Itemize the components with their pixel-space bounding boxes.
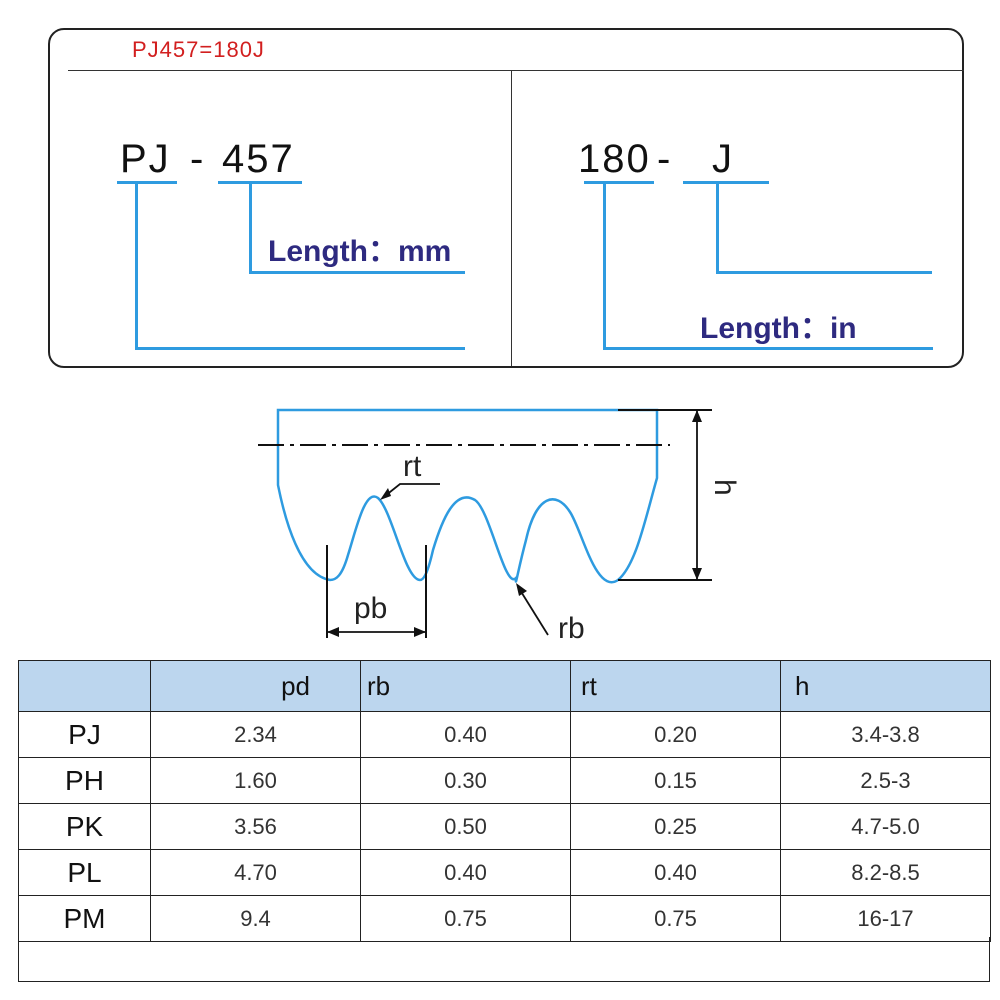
cell-rt: 0.75	[570, 895, 781, 942]
suffix-leader-horizontal	[716, 271, 932, 274]
table-header-blank	[18, 660, 151, 712]
table-empty-footer-row	[18, 937, 990, 982]
cell-h: 16-17	[780, 895, 991, 942]
right-code-suffix: J	[712, 137, 734, 181]
suffix-underline	[683, 181, 769, 184]
rt-leader	[384, 483, 440, 497]
right-code-dash: -	[657, 137, 673, 181]
table-row: PH 1.60 0.30 0.15 2.5-3	[18, 757, 991, 804]
row-type: PJ	[18, 711, 151, 758]
cell-rb: 0.40	[360, 711, 571, 758]
box-header-divider	[68, 70, 964, 71]
row-type: PL	[18, 849, 151, 896]
table-row: PM 9.4 0.75 0.75 16-17	[18, 895, 991, 942]
cell-pd: 9.4	[150, 895, 361, 942]
rb-arrow	[516, 583, 527, 596]
cell-h: 3.4-3.8	[780, 711, 991, 758]
cell-pd: 2.34	[150, 711, 361, 758]
cell-h: 4.7-5.0	[780, 803, 991, 850]
pb-arrow-right	[414, 627, 426, 637]
cell-rt: 0.40	[570, 849, 781, 896]
left-code-prefix: PJ	[120, 137, 171, 181]
pb-label: pb	[354, 592, 387, 625]
cell-h: 8.2-8.5	[780, 849, 991, 896]
number-leader-vertical	[249, 183, 252, 273]
cell-rb: 0.50	[360, 803, 571, 850]
number-underline	[218, 181, 302, 184]
table-header-rb: rb	[360, 660, 571, 712]
row-type: PH	[18, 757, 151, 804]
number-leader-horizontal	[249, 271, 465, 274]
belt-spec-table: pd rb rt h PJ 2.34 0.40 0.20 3.4-3.8 PH …	[18, 660, 991, 942]
length-in-label: Length：in	[700, 312, 857, 345]
right-code-number: 180	[578, 137, 651, 181]
table-row: PJ 2.34 0.40 0.20 3.4-3.8	[18, 711, 991, 758]
cell-pd: 1.60	[150, 757, 361, 804]
cell-rt: 0.15	[570, 757, 781, 804]
right-number-underline	[584, 181, 654, 184]
table-header-rt: rt	[570, 660, 781, 712]
code-explanation-box	[48, 28, 964, 368]
belt-profile-diagram: h rt pb rb	[258, 408, 741, 645]
table-header-row: pd rb rt h	[18, 660, 991, 712]
belt-profile-outline	[276, 408, 659, 584]
rb-leader	[519, 589, 549, 636]
cell-rt: 0.20	[570, 711, 781, 758]
row-type: PM	[18, 895, 151, 942]
cell-rt: 0.25	[570, 803, 781, 850]
equivalence-title: PJ457=180J	[132, 37, 265, 62]
prefix-leader-vertical	[135, 183, 138, 349]
suffix-leader-vertical	[716, 183, 719, 273]
prefix-underline	[117, 181, 177, 184]
cell-h: 2.5-3	[780, 757, 991, 804]
left-code-number: 457	[222, 137, 295, 181]
cell-rb: 0.40	[360, 849, 571, 896]
h-arrow-top	[692, 410, 702, 422]
table-row: PK 3.56 0.50 0.25 4.7-5.0	[18, 803, 991, 850]
rt-label: rt	[403, 450, 422, 483]
cell-pd: 4.70	[150, 849, 361, 896]
h-arrow-bottom	[692, 568, 702, 580]
table-row: PL 4.70 0.40 0.40 8.2-8.5	[18, 849, 991, 896]
cell-rb: 0.30	[360, 757, 571, 804]
left-code-dash: -	[190, 137, 206, 181]
cell-pd: 3.56	[150, 803, 361, 850]
h-label: h	[708, 479, 741, 496]
right-number-leader-horizontal	[603, 347, 933, 350]
cell-rb: 0.75	[360, 895, 571, 942]
box-center-divider	[511, 70, 512, 366]
rb-label: rb	[558, 612, 585, 645]
table-header-h: h	[780, 660, 991, 712]
prefix-leader-horizontal	[135, 347, 465, 350]
pb-arrow-left	[327, 627, 339, 637]
table-header-pd: pd	[150, 660, 361, 712]
length-mm-label: Length：mm	[268, 235, 452, 268]
row-type: PK	[18, 803, 151, 850]
right-number-leader-vertical	[603, 183, 606, 349]
rt-arrow	[380, 488, 391, 500]
